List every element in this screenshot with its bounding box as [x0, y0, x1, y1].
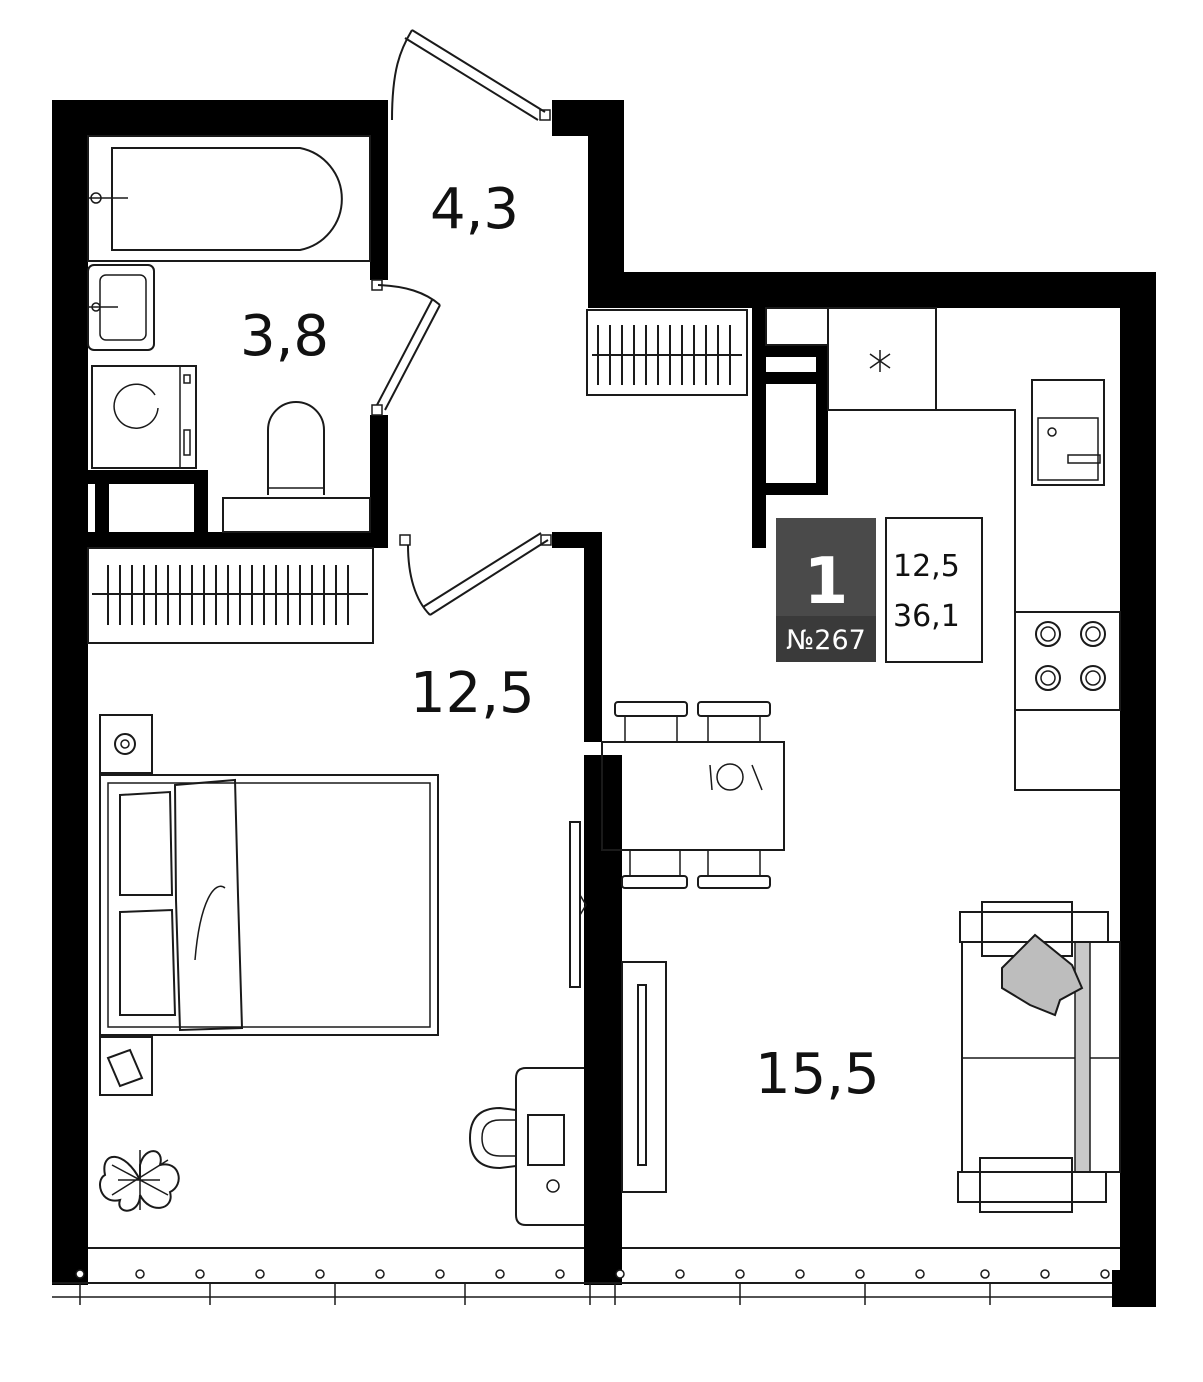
- toilet: [222, 401, 371, 533]
- wardrobe-door: [569, 821, 587, 988]
- walls: [52, 100, 1156, 1307]
- apartment-number-box: [776, 616, 876, 662]
- wall-bath-right-upper: [370, 100, 388, 280]
- rail-dot: [195, 1269, 205, 1279]
- rail-dot: [315, 1269, 325, 1279]
- hallway-area-label: 4,3: [430, 177, 519, 242]
- wall-right-outer: [1120, 272, 1156, 1307]
- rail-dot: [1040, 1269, 1050, 1279]
- room-count-box: [776, 518, 876, 616]
- wall-closet-right: [194, 470, 208, 540]
- rail-dot: [75, 1269, 85, 1279]
- plant-icon: [99, 1150, 180, 1212]
- rail-dot: [435, 1269, 445, 1279]
- rail-dot: [795, 1269, 805, 1279]
- apartment-number: №267: [786, 625, 866, 656]
- washbasin: [87, 264, 155, 351]
- bathroom-door: [371, 279, 441, 416]
- entrance-door: [391, 29, 551, 121]
- wall-kitchen-niche-mid: [766, 372, 816, 384]
- rail-dot: [555, 1269, 565, 1279]
- rail-dot: [675, 1269, 685, 1279]
- sofa-pillow: [1001, 933, 1084, 1017]
- rail-dot: [915, 1269, 925, 1279]
- nightstand-bottom: [99, 1036, 153, 1096]
- doors: [371, 29, 552, 616]
- wall-closet-left: [95, 484, 109, 540]
- wall-kitchen-niche-right: [816, 345, 828, 495]
- desk: [468, 1067, 584, 1226]
- wall-bath-bedroom: [52, 532, 388, 548]
- rail-dot: [1100, 1269, 1110, 1279]
- wall-kitchen-niche-bottom: [752, 483, 828, 495]
- washing-machine: [91, 365, 197, 469]
- wall-top-left: [52, 100, 388, 136]
- sofa: [957, 901, 1121, 1213]
- bathroom-area-label: 3,8: [240, 304, 329, 369]
- rail-dot: [855, 1269, 865, 1279]
- living-space-value: 12,5: [893, 549, 960, 584]
- wall-left-outer: [52, 100, 88, 1285]
- dining-table: [601, 701, 785, 889]
- room-count: 1: [804, 545, 849, 619]
- total-space-value: 36,1: [893, 599, 960, 634]
- rail-dot: [375, 1269, 385, 1279]
- stove: [1014, 611, 1121, 711]
- rail-dot: [735, 1269, 745, 1279]
- window-rail-dots: [75, 1269, 1110, 1305]
- wall-kitchen-niche-left: [752, 308, 766, 548]
- wall-closet-top: [88, 470, 208, 484]
- tv-stand: [621, 961, 667, 1193]
- wall-top-living: [588, 272, 1156, 308]
- window-rail: [52, 1247, 1120, 1298]
- wall-kitchen-niche-top: [752, 345, 828, 357]
- rail-dot: [135, 1269, 145, 1279]
- bed: [99, 774, 439, 1036]
- wall-bath-right-lower: [370, 415, 388, 545]
- kitchen-counter: [765, 307, 1120, 791]
- nightstand-top: [99, 714, 153, 774]
- radiator-bedroom: [87, 547, 374, 644]
- wall-bed-living: [584, 532, 602, 742]
- kitchen-sink: [1031, 379, 1105, 486]
- rail-dot: [255, 1269, 265, 1279]
- wall-bottom-right: [1112, 1270, 1156, 1307]
- living-area-label: 15,5: [755, 1042, 880, 1107]
- wall-hall-right: [588, 100, 624, 296]
- bedroom-door: [399, 532, 552, 616]
- rail-dot: [980, 1269, 990, 1279]
- bedroom-area-label: 12,5: [410, 661, 535, 726]
- apartment-info-badge: 1 №267 12,5 36,1: [776, 517, 983, 663]
- bathtub: [87, 135, 371, 262]
- rail-dot: [495, 1269, 505, 1279]
- rail-dot: [615, 1269, 625, 1279]
